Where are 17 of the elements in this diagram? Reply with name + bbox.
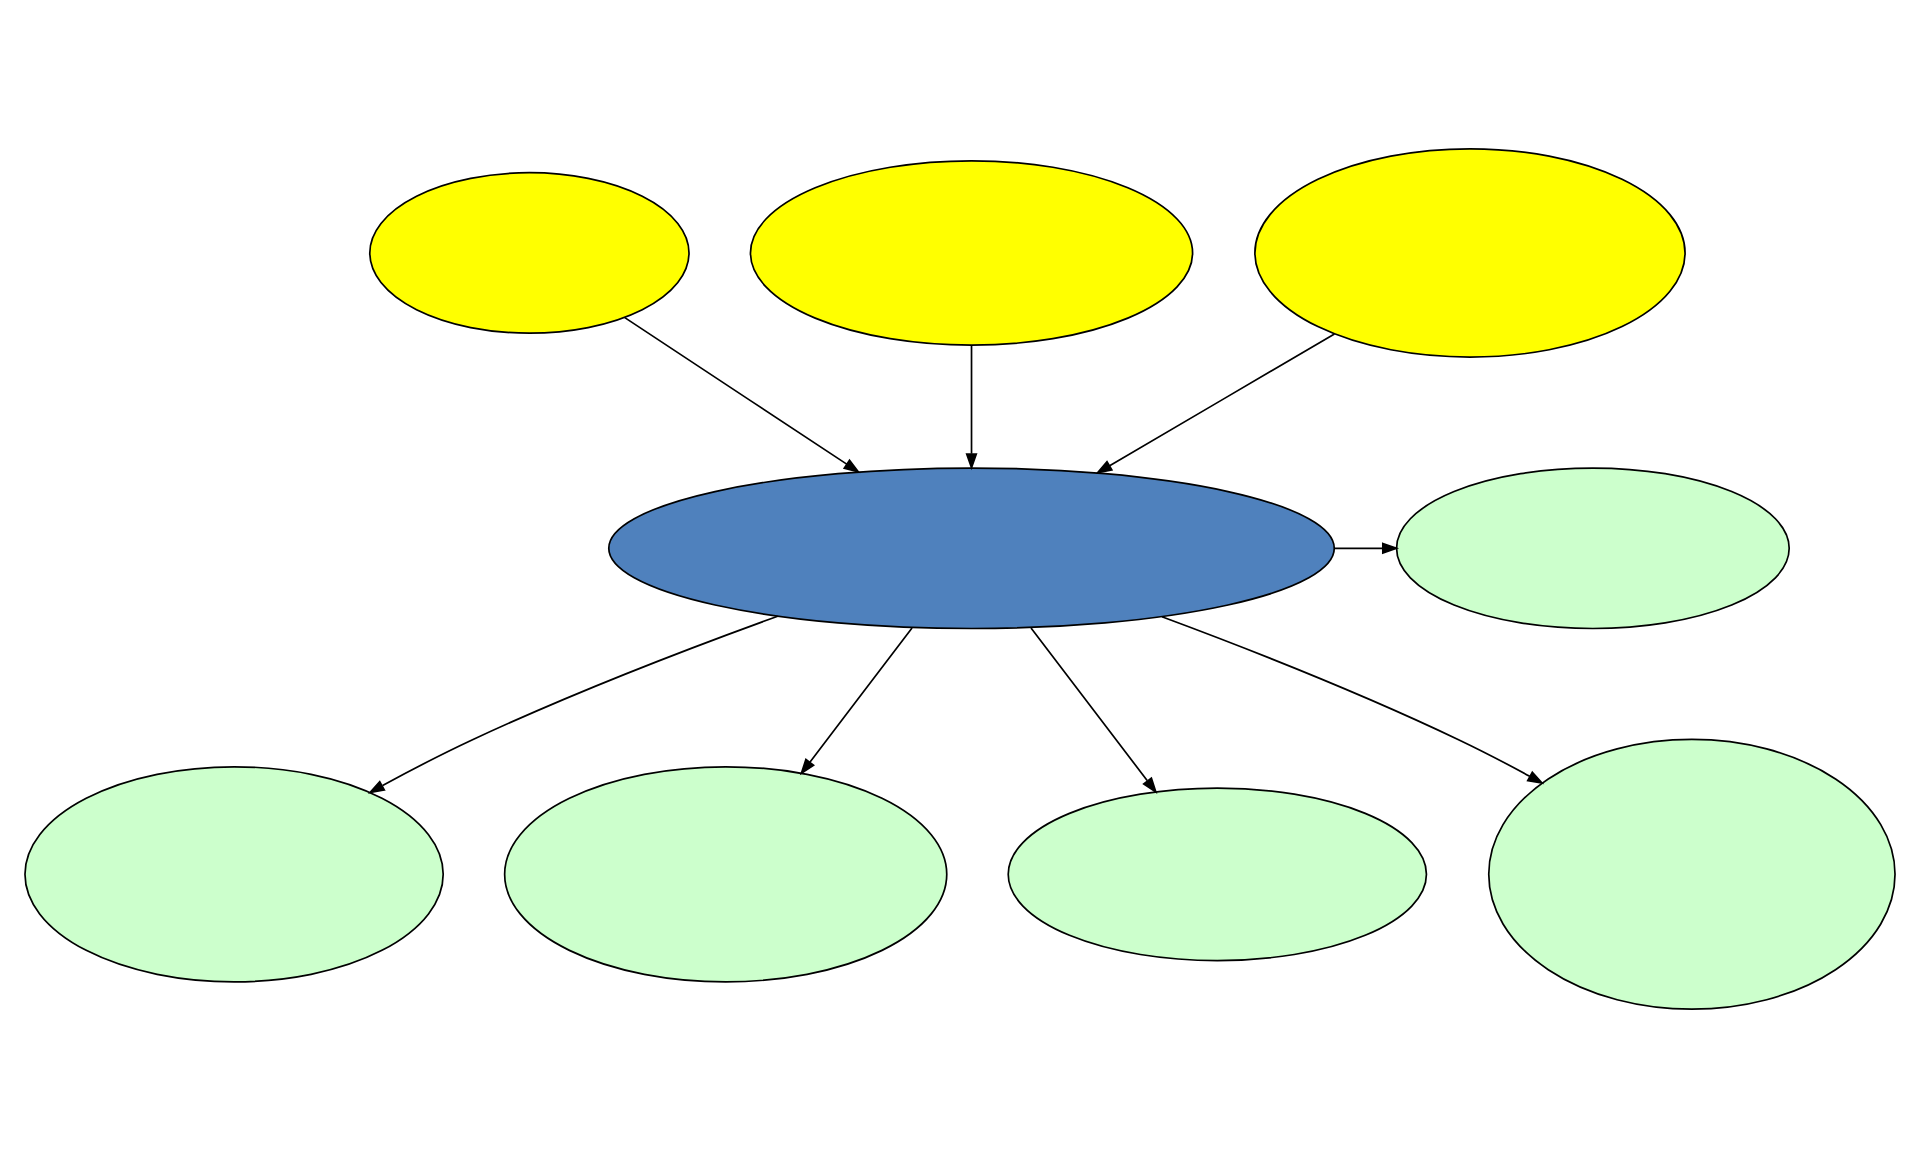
node-ellipse <box>1007 786 1428 961</box>
node-ellipse <box>1395 466 1791 629</box>
arrow <box>623 315 861 473</box>
node-ellipse <box>607 466 1336 629</box>
arrow <box>1095 332 1336 474</box>
node-ellipse <box>503 764 948 982</box>
arrow <box>367 614 779 793</box>
arrow <box>1161 614 1545 784</box>
node-ellipse <box>1487 737 1896 1010</box>
node-ellipse <box>368 170 690 334</box>
node-ellipse <box>1254 146 1686 357</box>
node-ellipse <box>749 158 1194 345</box>
arrow <box>1333 541 1400 554</box>
arrow <box>799 626 913 775</box>
arrow <box>965 343 978 470</box>
node-ellipse <box>24 764 445 982</box>
arrow <box>1030 626 1158 793</box>
